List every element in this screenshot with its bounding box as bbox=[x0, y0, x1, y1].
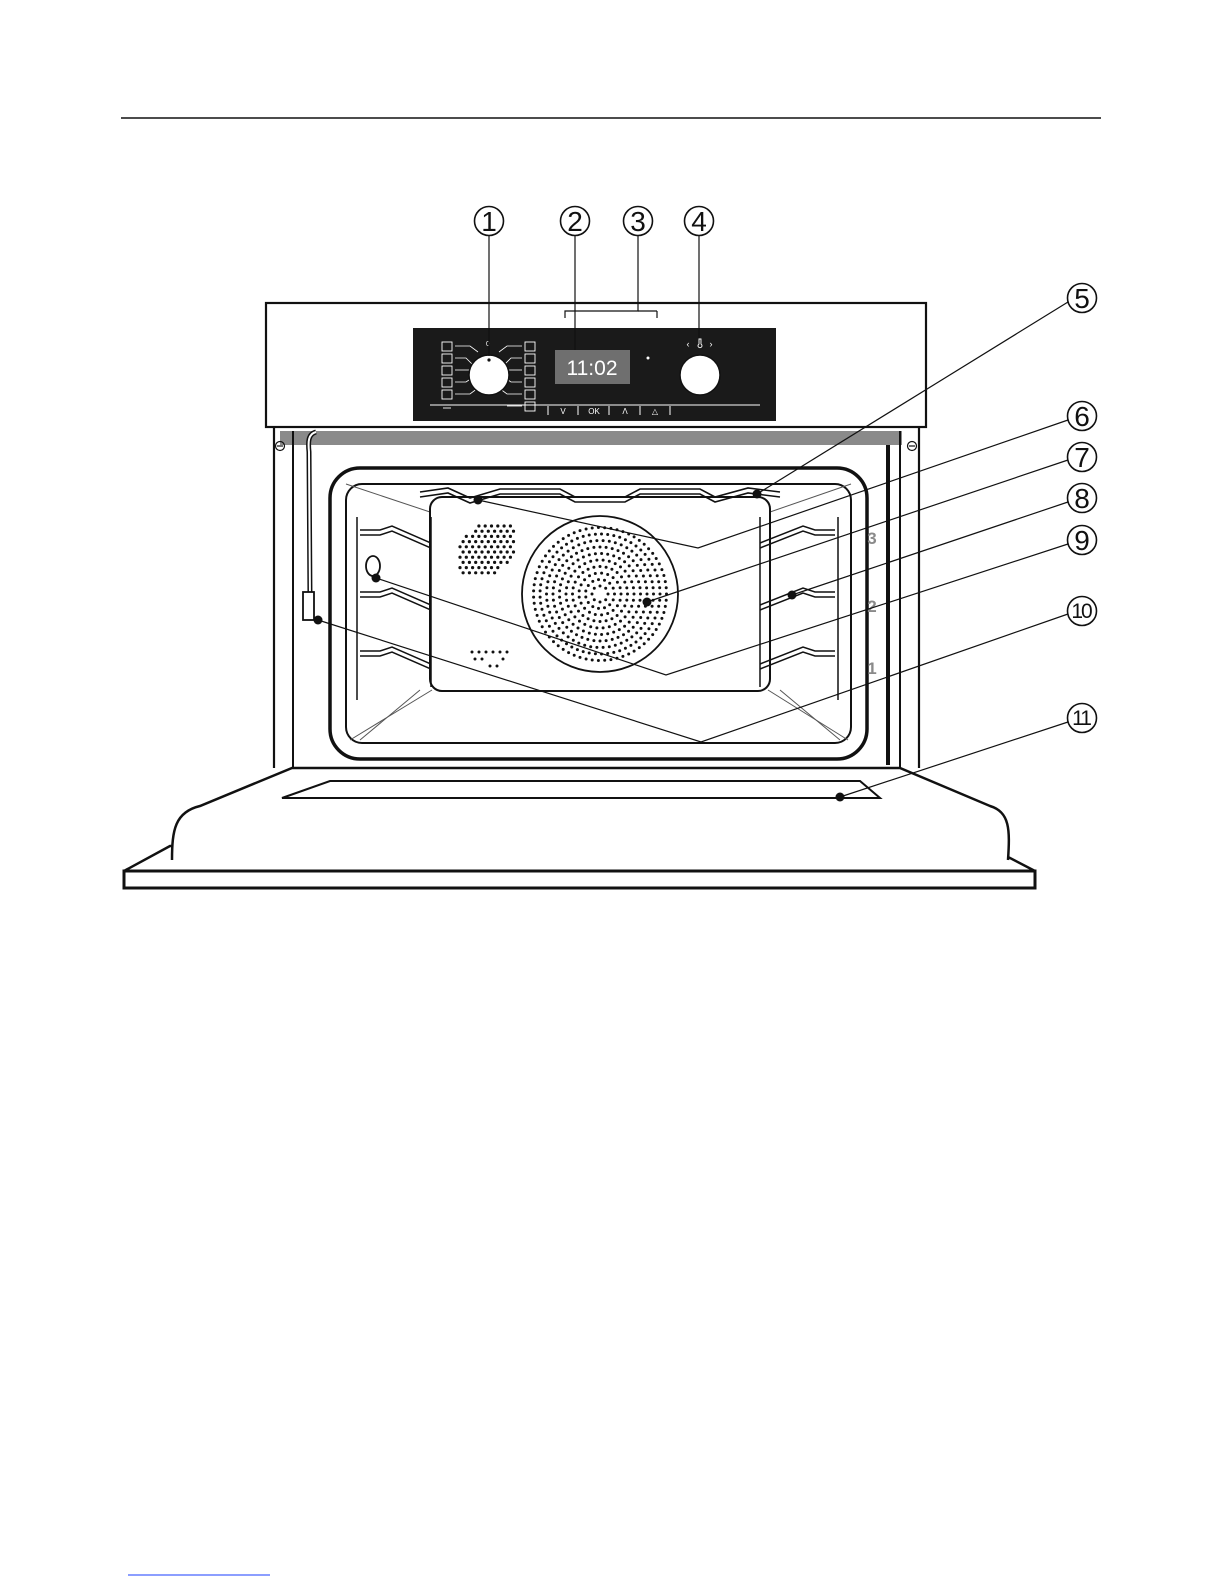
svg-text:‹: ‹ bbox=[687, 339, 690, 349]
oven-door[interactable] bbox=[124, 768, 1035, 888]
callout-3-label: 3 bbox=[630, 206, 646, 237]
callout-2-label: 2 bbox=[567, 206, 583, 237]
callout-10: 10 bbox=[1068, 597, 1097, 626]
callout-9: 9 bbox=[1068, 525, 1097, 556]
callout-3: 3 bbox=[624, 206, 653, 237]
callout-7: 7 bbox=[1068, 442, 1097, 473]
shelf-level-1: 1 bbox=[867, 659, 876, 678]
callout-5-label: 5 bbox=[1074, 283, 1090, 314]
callout-7-label: 7 bbox=[1074, 442, 1090, 473]
button-up[interactable]: Λ bbox=[622, 407, 628, 416]
callout-4: 4 bbox=[685, 206, 714, 237]
callout-1-label: 1 bbox=[481, 206, 497, 237]
food-probe-socket bbox=[366, 556, 380, 576]
vent-strip bbox=[280, 431, 902, 445]
temperature-dial[interactable] bbox=[680, 355, 720, 395]
shelf-level-3: 3 bbox=[867, 529, 876, 548]
callout-6-label: 6 bbox=[1074, 401, 1090, 432]
callout-5: 5 bbox=[1068, 283, 1097, 314]
callout-1: 1 bbox=[475, 206, 504, 237]
callout-8-label: 8 bbox=[1074, 483, 1090, 514]
callout-8: 8 bbox=[1068, 483, 1097, 514]
button-ok[interactable]: OK bbox=[588, 407, 600, 416]
button-timer[interactable]: △ bbox=[652, 407, 659, 416]
callout-6: 6 bbox=[1068, 401, 1097, 432]
callout-11-label: 11 bbox=[1072, 707, 1091, 730]
callout-2: 2 bbox=[561, 206, 590, 237]
callout-4-label: 4 bbox=[691, 206, 707, 237]
button-down[interactable]: V bbox=[560, 407, 566, 416]
time-display-text: 11:02 bbox=[567, 357, 618, 380]
callout-11: 11 bbox=[1068, 704, 1097, 733]
svg-text:›: › bbox=[710, 339, 713, 349]
callout-10-label: 10 bbox=[1071, 600, 1092, 623]
dial-indicator bbox=[487, 358, 490, 361]
display-dot bbox=[647, 357, 650, 360]
callout-9-label: 9 bbox=[1074, 525, 1090, 556]
